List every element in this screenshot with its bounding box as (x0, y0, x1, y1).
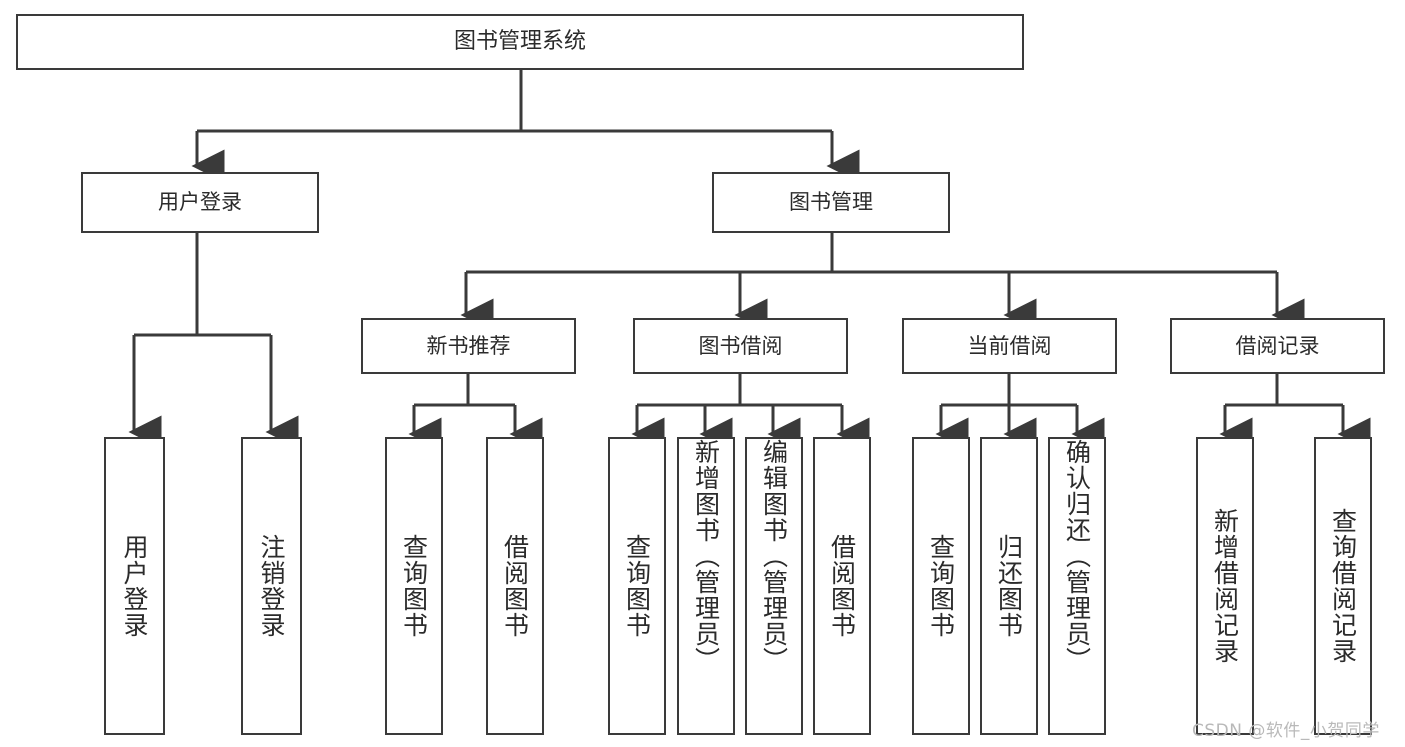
node-user-login-label: 用户登录 (158, 190, 242, 215)
node-leaf-borrow-book-2[interactable]: 借阅图书 (813, 437, 871, 735)
node-leaf-query-record-label: 查询借阅记录 (1328, 508, 1358, 664)
node-leaf-add-record-label: 新增借阅记录 (1210, 508, 1240, 664)
node-leaf-query-book-2-label: 查询图书 (622, 534, 652, 638)
node-leaf-return-book[interactable]: 归还图书 (980, 437, 1038, 735)
node-new-book-rec-label: 新书推荐 (426, 333, 511, 358)
node-root-label: 图书管理系统 (453, 29, 586, 55)
node-leaf-borrow-book-1-label: 借阅图书 (500, 534, 530, 638)
node-leaf-query-book-3-label: 查询图书 (926, 534, 956, 638)
node-leaf-query-book-1-label: 查询图书 (399, 534, 429, 638)
node-leaf-add-record[interactable]: 新增借阅记录 (1196, 437, 1254, 735)
node-root[interactable]: 图书管理系统 (16, 14, 1024, 70)
node-leaf-query-book-1[interactable]: 查询图书 (385, 437, 443, 735)
node-leaf-borrow-book-2-label: 借阅图书 (827, 534, 857, 638)
node-leaf-query-record[interactable]: 查询借阅记录 (1314, 437, 1372, 735)
node-new-book-rec[interactable]: 新书推荐 (361, 318, 576, 374)
node-borrow-record-label: 借阅记录 (1235, 333, 1320, 358)
node-borrow-record[interactable]: 借阅记录 (1170, 318, 1385, 374)
node-leaf-user-login[interactable]: 用户登录 (104, 437, 165, 735)
node-leaf-user-login-label: 用户登录 (120, 534, 149, 638)
node-leaf-add-book[interactable]: 新增图书（管理员） (677, 437, 735, 735)
node-book-borrow[interactable]: 图书借阅 (633, 318, 848, 374)
watermark: CSDN @软件_小贺同学 (1192, 721, 1380, 741)
node-leaf-query-book-2[interactable]: 查询图书 (608, 437, 666, 735)
node-book-manage-label: 图书管理 (789, 190, 873, 215)
node-leaf-edit-book-label: 编辑图书（管理员） (759, 439, 789, 673)
node-current-borrow[interactable]: 当前借阅 (902, 318, 1117, 374)
node-leaf-edit-book[interactable]: 编辑图书（管理员） (745, 437, 803, 735)
node-leaf-borrow-book-1[interactable]: 借阅图书 (486, 437, 544, 735)
node-leaf-return-book-label: 归还图书 (994, 534, 1024, 638)
node-leaf-confirm-return[interactable]: 确认归还（管理员） (1048, 437, 1106, 735)
node-book-borrow-label: 图书借阅 (698, 333, 783, 358)
node-current-borrow-label: 当前借阅 (967, 333, 1052, 358)
node-user-login[interactable]: 用户登录 (81, 172, 319, 233)
node-leaf-confirm-return-label: 确认归还（管理员） (1062, 439, 1092, 673)
node-leaf-logout[interactable]: 注销登录 (241, 437, 302, 735)
node-leaf-logout-label: 注销登录 (257, 534, 286, 638)
node-leaf-add-book-label: 新增图书（管理员） (691, 439, 721, 673)
node-leaf-query-book-3[interactable]: 查询图书 (912, 437, 970, 735)
node-book-manage[interactable]: 图书管理 (712, 172, 950, 233)
